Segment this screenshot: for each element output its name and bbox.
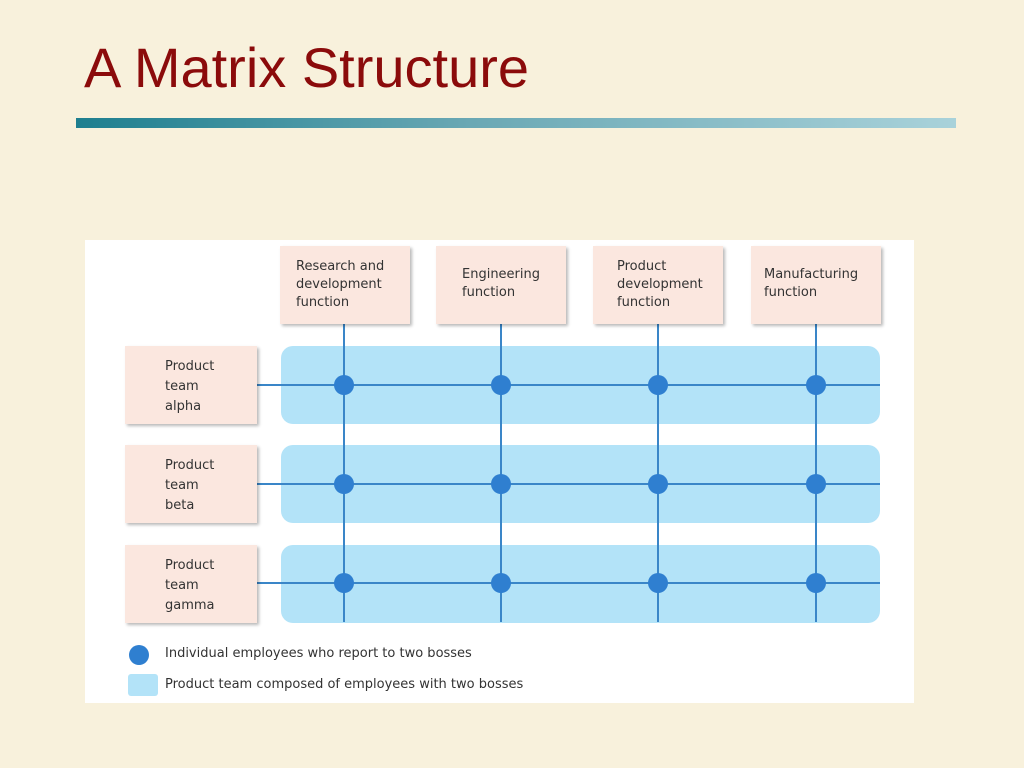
team-line-alpha (257, 384, 880, 386)
function-label-line: Engineering (462, 267, 540, 282)
team-box-gamma: Product team gamma (125, 545, 257, 623)
employee-node (806, 375, 826, 395)
team-band-gamma (281, 545, 880, 623)
employee-node (491, 573, 511, 593)
team-label-line: Product (165, 458, 215, 473)
employee-node (806, 474, 826, 494)
employee-node (806, 573, 826, 593)
employee-node (491, 375, 511, 395)
employee-node (491, 474, 511, 494)
team-label-line: beta (165, 498, 195, 513)
function-label-line: Manufacturing (764, 267, 859, 282)
function-label-line: function (462, 285, 516, 300)
employee-node (648, 573, 668, 593)
team-label-line: team (165, 379, 199, 394)
employee-node (648, 375, 668, 395)
function-line-manufacturing (815, 324, 817, 622)
employee-node (648, 474, 668, 494)
team-label-line: Product (165, 558, 215, 573)
employee-node (334, 474, 354, 494)
team-line-beta (257, 483, 880, 485)
title-divider (76, 118, 956, 128)
matrix-diagram: Research and development function Engine… (85, 240, 914, 703)
team-label-line: alpha (165, 399, 202, 414)
team-label-line: team (165, 478, 199, 493)
team-line-gamma (257, 582, 880, 584)
employee-node (334, 375, 354, 395)
function-box-engineering: Engineering function (436, 246, 566, 324)
function-box-product-dev: Product development function (593, 246, 723, 324)
team-box-alpha: Product team alpha (125, 346, 257, 424)
function-label-line: function (617, 295, 671, 310)
function-box-manufacturing: Manufacturing function (751, 246, 881, 324)
function-label-line: function (296, 295, 350, 310)
slide-title: A Matrix Structure (84, 36, 530, 99)
legend-team-icon (128, 674, 158, 696)
function-line-research (343, 324, 345, 622)
team-label-line: team (165, 578, 199, 593)
team-box-beta: Product team beta (125, 445, 257, 523)
legend-employee-icon (129, 645, 149, 665)
function-label-line: development (617, 277, 703, 292)
legend-employee-label: Individual employees who report to two b… (165, 646, 472, 661)
function-label-line: development (296, 277, 382, 292)
function-line-engineering (500, 324, 502, 622)
function-line-product-dev (657, 324, 659, 622)
team-label-line: Product (165, 359, 215, 374)
function-label-line: Product (617, 259, 667, 274)
function-label-line: function (764, 285, 818, 300)
employee-node (334, 573, 354, 593)
function-label-line: Research and (296, 259, 385, 274)
team-label-line: gamma (165, 598, 215, 613)
function-box-research: Research and development function (280, 246, 410, 324)
legend-team-label: Product team composed of employees with … (165, 677, 524, 692)
